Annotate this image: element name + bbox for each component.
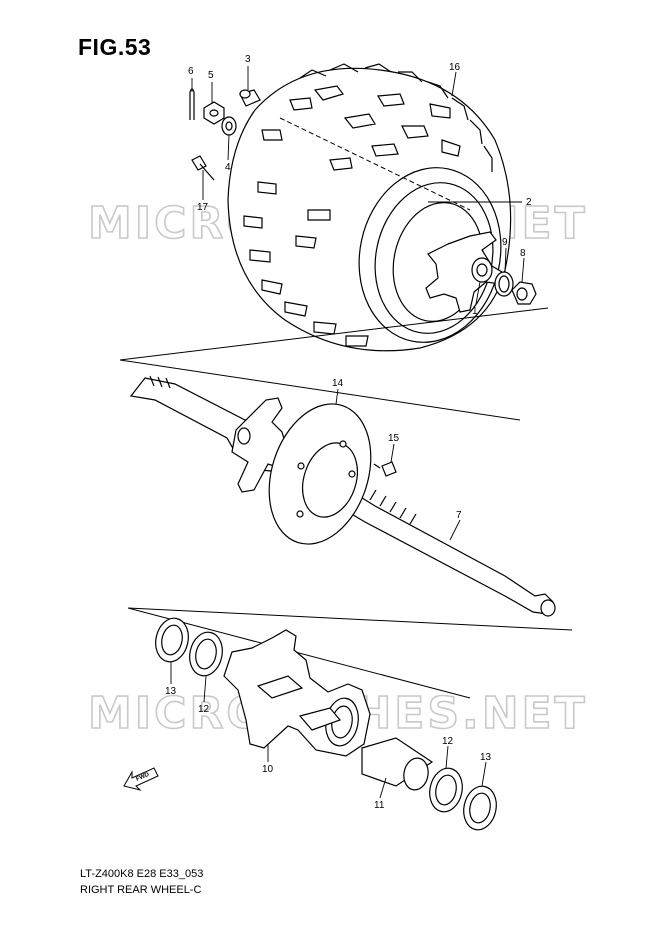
callout-13-right: 13 [480, 752, 492, 763]
callout-11: 11 [374, 800, 385, 811]
wheel-hub-1 [425, 231, 503, 313]
callout-16: 16 [449, 62, 461, 73]
figure-title: FIG.53 [78, 34, 152, 60]
callout-13-left: 13 [165, 686, 177, 697]
spacer-11 [361, 737, 434, 791]
callout-1: 1 [472, 306, 478, 317]
callouts: 6 5 3 4 16 17 2 9 8 1 14 15 7 13 12 10 1… [165, 54, 532, 811]
callout-4: 4 [225, 162, 231, 173]
callout-10: 10 [262, 764, 274, 775]
section-divider-1 [119, 307, 549, 421]
cap-nut-3 [239, 89, 261, 107]
brake-disc-14 [268, 403, 372, 545]
figure-caption: RIGHT REAR WHEEL-C [80, 884, 202, 896]
nut-5 [203, 101, 225, 125]
nut-8 [511, 281, 537, 305]
callout-3: 3 [245, 54, 251, 65]
axle-housing-10 [223, 629, 371, 757]
cotter-pin-6 [189, 88, 195, 120]
oil-seal-9 [494, 271, 514, 297]
bearing-12-right [429, 767, 463, 813]
callout-15: 15 [388, 433, 400, 444]
stud-bolt-17 [191, 155, 215, 181]
callout-12-right: 12 [442, 736, 454, 747]
fwd-arrow-icon [123, 767, 159, 791]
leader-lines [170, 66, 525, 799]
callout-9: 9 [502, 237, 508, 248]
callout-17: 17 [197, 202, 209, 213]
section-divider-2 [127, 607, 573, 699]
oil-seal-13-right [463, 785, 497, 831]
callout-5: 5 [208, 70, 214, 81]
oil-seal-13-left [155, 617, 189, 663]
callout-14: 14 [332, 378, 344, 389]
bolt-15 [373, 461, 397, 477]
callout-2: 2 [526, 197, 532, 208]
fwd-label: FWD [135, 772, 151, 783]
model-code: LT-Z400K8 E28 E33_053 [80, 868, 204, 880]
callout-8: 8 [520, 248, 526, 259]
callout-7: 7 [456, 510, 462, 521]
washer-4 [221, 116, 237, 136]
callout-6: 6 [188, 66, 194, 77]
callout-12-left: 12 [198, 704, 210, 715]
bearing-12-left [189, 631, 223, 677]
